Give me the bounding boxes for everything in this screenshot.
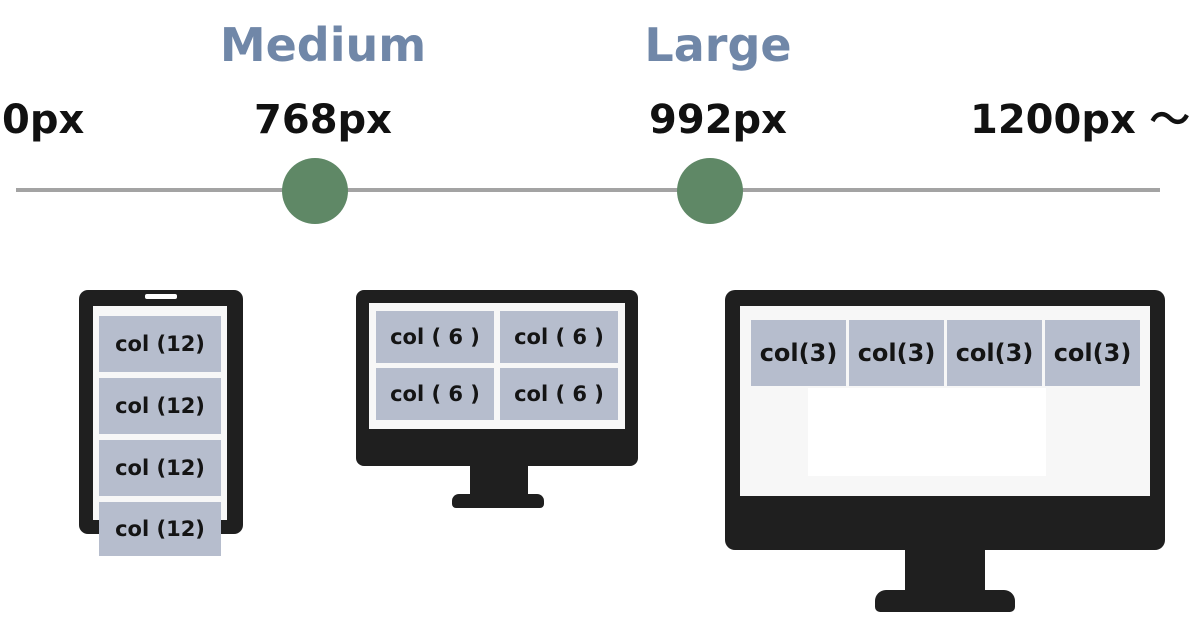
large-monitor-neck	[905, 548, 985, 594]
desktop-col-cell: col(3)	[1045, 320, 1140, 386]
medium-marker	[282, 158, 348, 224]
label-992px: 992px	[649, 97, 787, 143]
tablet-col-cell: col ( 6 )	[500, 368, 618, 420]
large-marker	[677, 158, 743, 224]
phone-col-cell-overflow: col (12)	[99, 502, 221, 556]
tablet-col-cell: col ( 6 )	[500, 311, 618, 363]
phone-col-cell: col (12)	[99, 378, 221, 434]
phone-col-cell: col (12)	[99, 316, 221, 372]
desktop-col-cell: col(3)	[849, 320, 944, 386]
phone-col-cell: col (12)	[99, 440, 221, 496]
desktop-col-cell: col(3)	[751, 320, 846, 386]
large-title: Large	[644, 18, 792, 72]
medium-monitor-base	[452, 494, 544, 508]
phone-speaker	[145, 294, 177, 299]
desktop-col-cell: col(3)	[947, 320, 1042, 386]
label-768px: 768px	[254, 97, 392, 143]
medium-monitor-neck	[470, 464, 528, 498]
large-monitor-base	[875, 590, 1015, 612]
timeline-line	[16, 188, 1160, 192]
tablet-col-cell: col ( 6 )	[376, 368, 494, 420]
large-monitor-inner-panel	[808, 388, 1046, 476]
medium-title: Medium	[219, 18, 427, 72]
label-1200px: 1200px ～	[970, 97, 1190, 143]
label-0px: 0px	[2, 97, 85, 143]
tablet-col-cell: col ( 6 )	[376, 311, 494, 363]
